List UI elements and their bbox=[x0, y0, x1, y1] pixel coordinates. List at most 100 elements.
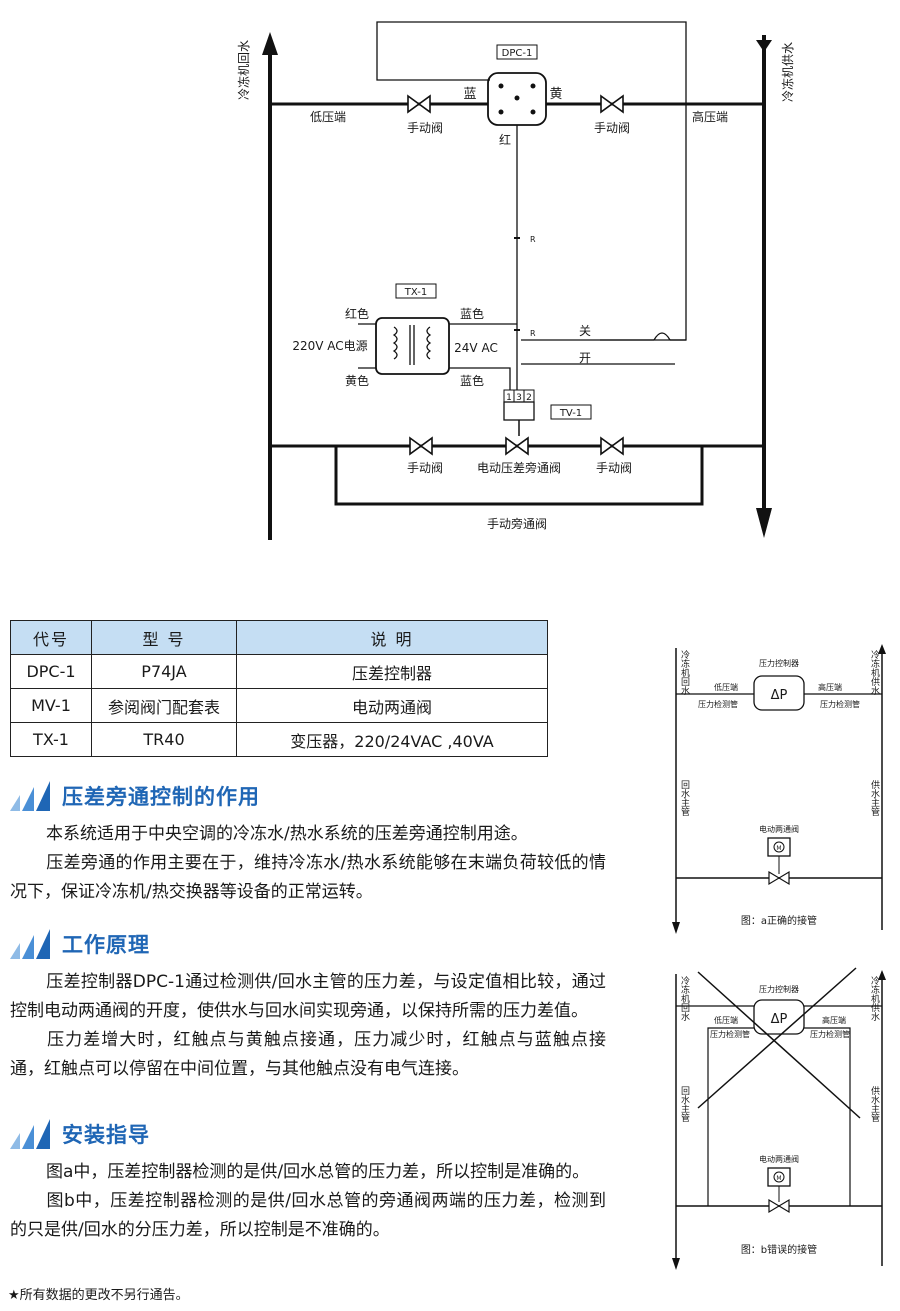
on-label: 开 bbox=[579, 351, 591, 365]
fig-b-left-main: 回水主管 bbox=[679, 1086, 690, 1122]
blue-label: 蓝 bbox=[463, 87, 476, 102]
fig-b-motor-icon: M bbox=[776, 1175, 781, 1182]
manual-valve-3-icon bbox=[409, 437, 433, 455]
manual-valve-4-icon bbox=[600, 437, 624, 455]
fig-b-right-main: 供水主管 bbox=[869, 1085, 880, 1122]
cross-icon bbox=[697, 971, 861, 1119]
fig-a-detect-r: 压力检测管 bbox=[820, 699, 860, 709]
terminal-1: 1 bbox=[506, 393, 512, 403]
manual-valve-label-2: 手动阀 bbox=[594, 121, 630, 135]
col-desc: 说 明 bbox=[236, 620, 548, 655]
fig-b-caption: 图：b错误的接管 bbox=[741, 1243, 817, 1256]
col-model: 型 号 bbox=[91, 620, 237, 655]
fig-b-high: 高压端 bbox=[822, 1015, 846, 1025]
manual-valve-label-4: 手动阀 bbox=[596, 461, 632, 475]
tv-tag: TV-1 bbox=[559, 408, 582, 419]
paragraph: 图b中，压差控制器检测的是供/回水总管的旁通阀两端的压力差，检测到的只是供/回水… bbox=[10, 1191, 606, 1240]
motor-valve-icon bbox=[505, 437, 529, 455]
tx-tag: TX-1 bbox=[404, 287, 427, 298]
yellow-color-label: 黄色 bbox=[345, 374, 369, 388]
v24-label: 24V AC bbox=[454, 341, 498, 355]
figure-a: 冷冻机回水 冷冻机供水 回水主管 供水主管 ΔP 压力控制器 低压端 高压端 压… bbox=[672, 644, 886, 934]
table-row: MV-1 参阅阀门配套表 电动两通阀 bbox=[10, 688, 548, 723]
fig-b-detect-l: 压力检测管 bbox=[710, 1029, 750, 1039]
manual-valve-right-icon bbox=[600, 95, 624, 113]
fig-a-caption: 图：a正确的接管 bbox=[741, 914, 817, 927]
return-arrow-icon bbox=[262, 32, 278, 55]
cell: 电动两通阀 bbox=[236, 688, 548, 723]
cell: TR40 bbox=[91, 722, 237, 757]
paragraph: 压力差增大时，红触点与黄触点接通，压力减少时，红触点与蓝触点接通，红触点可以停留… bbox=[10, 1030, 606, 1079]
section-body-1: 本系统适用于中央空调的冷冻水/热水系统的压差旁通控制用途。 压差旁通的作用主要在… bbox=[10, 820, 606, 907]
actuator bbox=[503, 401, 535, 421]
paragraph: 压差旁通的作用主要在于，维持冷冻水/热水系统能够在末端负荷较低的情况下，保证冷冻… bbox=[10, 853, 606, 902]
yellow-label: 黄 bbox=[549, 87, 562, 102]
section-marker-icon bbox=[10, 929, 50, 959]
footnote: ★所有数据的更改不另行通告。 bbox=[8, 1288, 189, 1303]
fig-b-controller: 压力控制器 bbox=[759, 984, 799, 994]
fig-a-motor-icon: M bbox=[776, 845, 781, 852]
fig-a-detect-l: 压力检测管 bbox=[698, 699, 738, 709]
red-label: 红 bbox=[499, 132, 511, 147]
right-pipe-label: 冷冻机供水 bbox=[780, 42, 795, 102]
spec-table: 代号 型 号 说 明 DPC-1 P74JA 压差控制器 MV-1 参阅阀门配套… bbox=[10, 620, 548, 757]
fig-b-right-top: 冷冻机供水 bbox=[869, 975, 880, 1021]
fig-a-delta-p: ΔP bbox=[771, 688, 788, 703]
wiring-diagram: 冷冻机回水 冷冻机供水 DPC-1 蓝 黄 红 低压端 高压端 手动阀 手动阀 … bbox=[236, 21, 795, 540]
manual-valve-label-1: 手动阀 bbox=[407, 121, 443, 135]
section-heading: 安装指导 bbox=[62, 1123, 150, 1147]
fig-a-controller: 压力控制器 bbox=[759, 658, 799, 668]
section-marker-icon bbox=[10, 1119, 50, 1149]
red-color-label: 红色 bbox=[345, 306, 369, 321]
dpc-tag: DPC-1 bbox=[502, 48, 533, 59]
fig-b-detect-r: 压力检测管 bbox=[810, 1029, 850, 1039]
paragraph: 本系统适用于中央空调的冷冻水/热水系统的压差旁通控制用途。 bbox=[46, 824, 528, 844]
fig-b-low: 低压端 bbox=[714, 1015, 738, 1025]
fig-a-valve-title: 电动两通阀 bbox=[759, 824, 799, 834]
fig-a-right-top: 冷冻机供水 bbox=[869, 649, 880, 695]
low-side-label: 低压端 bbox=[310, 110, 346, 124]
high-side-label: 高压端 bbox=[692, 109, 728, 124]
table-row: TX-1 TR40 变压器，220/24VAC ,40VA bbox=[10, 722, 548, 757]
fig-a-low: 低压端 bbox=[714, 682, 738, 692]
r-label-2: R bbox=[530, 329, 536, 338]
section-marker-icon bbox=[10, 781, 50, 811]
fig-b-left-top: 冷冻机回水 bbox=[679, 975, 690, 1021]
section-title-3: 安装指导 bbox=[10, 1118, 150, 1150]
power-220-label: 220V AC电源 bbox=[292, 339, 367, 353]
cell: P74JA bbox=[91, 654, 237, 689]
manual-bypass-label: 手动旁通阀 bbox=[487, 516, 547, 531]
cell: DPC-1 bbox=[10, 654, 92, 689]
cell: MV-1 bbox=[10, 688, 92, 723]
fig-b-valve-title: 电动两通阀 bbox=[759, 1154, 799, 1164]
transformer bbox=[375, 317, 450, 375]
section-body-2: 压差控制器DPC-1通过检测供/回水主管的压力差，与设定值相比较，通过控制电动两… bbox=[10, 968, 606, 1084]
cell: TX-1 bbox=[10, 722, 92, 757]
fig-a-valve-icon bbox=[768, 870, 790, 886]
cell: 变压器，220/24VAC ,40VA bbox=[236, 722, 548, 757]
figure-b: 冷冻机回水 冷冻机供水 回水主管 供水主管 ΔP 压力控制器 低压端 高压端 压… bbox=[672, 967, 886, 1270]
blue-color-label-2: 蓝色 bbox=[460, 374, 484, 388]
section-body-3: 图a中，压差控制器检测的是供/回水总管的压力差，所以控制是准确的。 图b中，压差… bbox=[10, 1158, 606, 1245]
paragraph: 图a中，压差控制器检测的是供/回水总管的压力差，所以控制是准确的。 bbox=[46, 1162, 590, 1182]
manual-valve-label-3: 手动阀 bbox=[407, 461, 443, 475]
section-title-2: 工作原理 bbox=[10, 928, 150, 960]
fig-b-valve-icon bbox=[768, 1198, 790, 1214]
col-code: 代号 bbox=[10, 620, 92, 655]
fig-a-left-main: 回水主管 bbox=[679, 780, 690, 816]
cell: 压差控制器 bbox=[236, 654, 548, 689]
fig-a-left-top: 冷冻机回水 bbox=[679, 649, 690, 695]
blue-color-label-1: 蓝色 bbox=[460, 307, 484, 321]
section-title-1: 压差旁通控制的作用 bbox=[10, 780, 260, 812]
manual-valve-left-icon bbox=[407, 95, 431, 113]
motor-valve-label: 电动压差旁通阀 bbox=[477, 460, 561, 475]
section-heading: 工作原理 bbox=[62, 933, 150, 957]
fig-a-high: 高压端 bbox=[818, 682, 842, 692]
table-row: DPC-1 P74JA 压差控制器 bbox=[10, 654, 548, 689]
r-label-1: R bbox=[530, 235, 536, 244]
cell: 参阅阀门配套表 bbox=[91, 688, 237, 723]
paragraph: 压差控制器DPC-1通过检测供/回水主管的压力差，与设定值相比较，通过控制电动两… bbox=[10, 972, 606, 1021]
section-heading: 压差旁通控制的作用 bbox=[62, 785, 260, 809]
terminal-2: 2 bbox=[526, 393, 532, 403]
supply-arrow-icon bbox=[756, 508, 772, 538]
